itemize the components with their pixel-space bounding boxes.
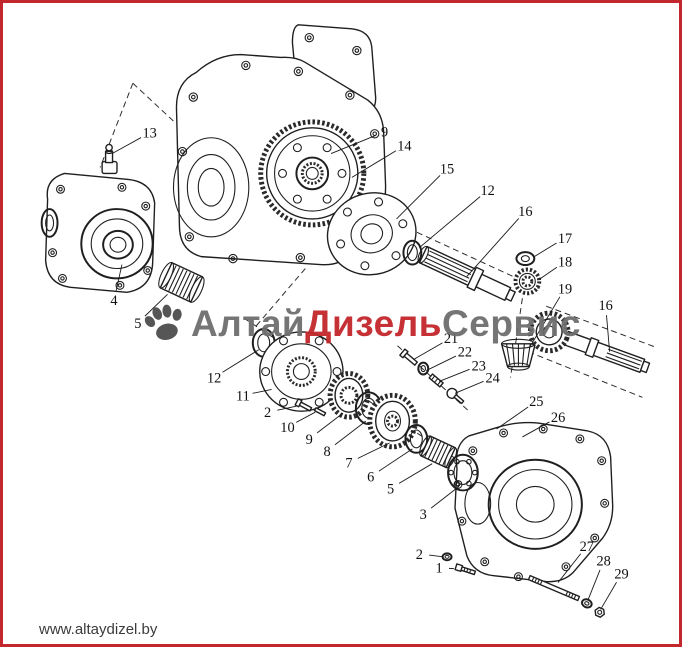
callout-leader-11 <box>252 388 272 394</box>
paw-icon <box>144 304 182 340</box>
callout-label-19: 19 <box>558 281 572 297</box>
washer-2b <box>441 552 453 562</box>
callout-leader-9 <box>330 135 376 155</box>
callout-leader-8 <box>334 420 367 446</box>
watermark-text-servis: Сервис <box>442 303 581 344</box>
callout-leader-12 <box>419 196 481 249</box>
spring-23 <box>428 373 444 388</box>
valve-24 <box>446 387 465 405</box>
callout-leader-14 <box>351 150 397 178</box>
callout-label-11: 11 <box>236 388 250 404</box>
gear-7 <box>367 392 418 450</box>
side-cover <box>40 160 156 293</box>
callout-label-13: 13 <box>143 126 157 142</box>
callout-leader-13 <box>111 137 142 154</box>
lower-housing <box>453 421 614 583</box>
callout-leader-17 <box>534 242 557 258</box>
nut-29 <box>594 606 605 618</box>
needle-bearing-5 <box>158 261 205 303</box>
callout-label-16: 16 <box>598 298 612 314</box>
callout-leader-26 <box>522 421 550 438</box>
callout-leader-4 <box>115 264 123 291</box>
callout-label-2: 2 <box>416 547 423 563</box>
o-ring-12 <box>402 239 423 266</box>
callout-label-23: 23 <box>472 359 486 375</box>
watermark-text-dizel: Дизель <box>305 303 443 344</box>
callout-label-18: 18 <box>558 255 572 271</box>
callout-label-1: 1 <box>436 561 443 577</box>
callout-label-5: 5 <box>134 316 141 332</box>
washer-17 <box>515 251 536 267</box>
callout-label-21: 21 <box>444 331 458 347</box>
ball-bearing-3 <box>447 453 479 492</box>
stud-10 <box>313 407 327 417</box>
callout-leader-21 <box>413 342 443 361</box>
callout-label-3: 3 <box>420 507 427 523</box>
callout-leader-2 <box>429 554 444 558</box>
callout-leader-29 <box>600 581 617 610</box>
callout-label-10: 10 <box>280 420 294 436</box>
washer-22 <box>417 361 430 376</box>
callout-leader-28 <box>587 569 601 601</box>
callout-leader-16 <box>466 218 520 277</box>
lock-bolt-21 <box>399 348 419 366</box>
callout-leader-22 <box>426 355 457 371</box>
callout-leader-19 <box>528 296 561 349</box>
bolt-2 <box>294 398 313 412</box>
callout-leader-5 <box>144 293 168 317</box>
retainer-flange-11 <box>259 331 344 412</box>
callout-label-7: 7 <box>345 456 352 472</box>
callout-leader-7 <box>357 442 390 459</box>
callout-label-5: 5 <box>387 481 394 497</box>
callout-leader-3 <box>430 486 460 509</box>
callout-leader-2 <box>277 405 297 411</box>
callout-label-12: 12 <box>481 183 495 199</box>
callout-label-22: 22 <box>458 345 472 361</box>
callout-label-6: 6 <box>367 470 374 486</box>
callout-leader-24 <box>454 380 484 394</box>
callout-label-16: 16 <box>518 204 532 220</box>
spacer-ring-6 <box>404 424 429 454</box>
callout-label-24: 24 <box>485 370 499 386</box>
callout-label-9: 9 <box>381 125 388 141</box>
gear-18 <box>513 267 542 296</box>
callout-leader-12 <box>222 349 259 373</box>
bolt-1 <box>454 563 477 576</box>
callout-leader-10 <box>296 411 316 423</box>
washer-28 <box>581 598 593 609</box>
callout-label-17: 17 <box>558 231 572 247</box>
stud-27 <box>527 574 581 602</box>
callout-leader-9 <box>316 412 344 434</box>
callout-label-9: 9 <box>306 432 313 448</box>
planet-carrier-hub <box>258 119 367 228</box>
watermark-text-altai: Алтай <box>191 303 306 344</box>
callout-label-26: 26 <box>551 410 565 426</box>
bearing-flange-15 <box>326 192 417 276</box>
callout-leader-6 <box>378 448 413 472</box>
callout-label-28: 28 <box>596 554 610 570</box>
callout-leader-27 <box>557 553 582 583</box>
roller-bearing-5b <box>419 435 458 469</box>
exploded-diagram: 1391415121617181916451211210987653212223… <box>40 24 658 618</box>
callout-leader-5 <box>398 463 433 484</box>
callout-label-25: 25 <box>529 394 543 410</box>
breather-plug-13 <box>104 143 114 164</box>
callout-label-8: 8 <box>324 444 331 460</box>
callout-label-15: 15 <box>440 161 454 177</box>
callout-leader-18 <box>538 266 558 280</box>
callout-leader-16 <box>606 315 611 352</box>
callout-label-2: 2 <box>264 405 271 421</box>
callout-label-12: 12 <box>207 370 221 386</box>
pto-shaft-16 <box>417 245 516 302</box>
callout-label-14: 14 <box>397 139 411 155</box>
callout-label-29: 29 <box>614 567 628 583</box>
callout-leader-23 <box>438 368 470 382</box>
callout-label-27: 27 <box>580 539 594 555</box>
callout-leader-15 <box>396 175 441 220</box>
callout-leader-25 <box>496 406 529 430</box>
footer-url: www.altaydizel.by <box>39 621 158 638</box>
callout-label-4: 4 <box>110 293 117 309</box>
